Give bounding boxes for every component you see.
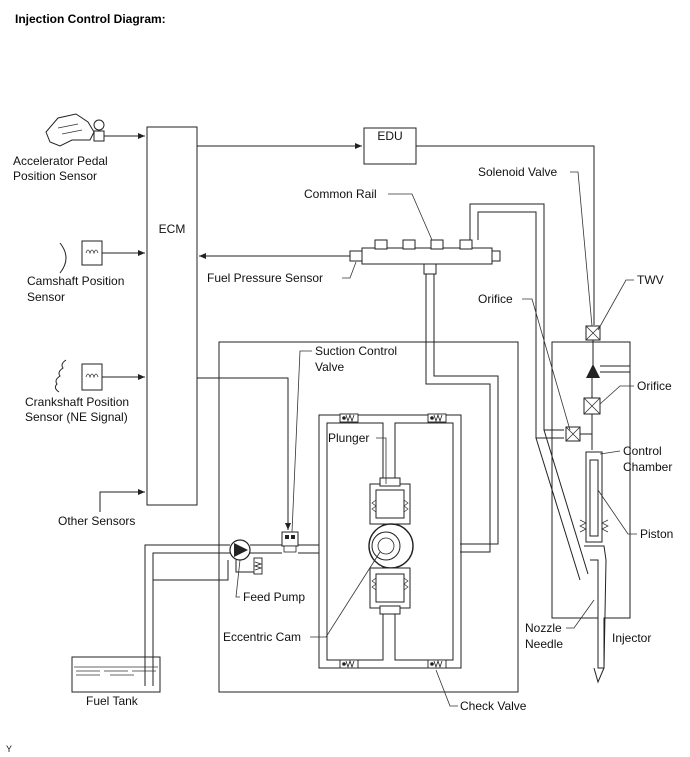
orifice-right-leader: [599, 385, 634, 405]
suction-control-valve: [281, 531, 299, 553]
orifice-left-label: Orifice: [478, 292, 513, 306]
common-rail-label: Common Rail: [304, 187, 377, 201]
fuel-tank-label: Fuel Tank: [86, 694, 139, 708]
feed-check-valve: [253, 557, 263, 575]
suction-leader: [291, 350, 312, 533]
check-valve-label: Check Valve: [460, 699, 527, 713]
feed-pump-leader: [235, 559, 241, 598]
ecm-to-suction-line: [197, 377, 291, 530]
fuel-tank: [71, 656, 161, 693]
accel-label-1: Accelerator Pedal: [13, 154, 108, 168]
twv-leader: [597, 279, 634, 331]
supply-pump-housing: [218, 341, 519, 693]
crank-label-2: Sensor (NE Signal): [25, 410, 128, 424]
accelerator-pedal-icon: [45, 113, 105, 147]
control-chamber-label-2: Chamber: [623, 460, 672, 474]
nozzle-needle-leader: [566, 599, 595, 629]
fuel-pressure-leader: [342, 261, 357, 279]
edu-box: [363, 127, 417, 165]
injector-feed-diagonal: [535, 429, 589, 581]
control-chamber-label-1: Control: [623, 444, 662, 458]
plunger-leader: [376, 437, 387, 484]
piston-label: Piston: [640, 527, 673, 541]
feed-pump-label: Feed Pump: [243, 590, 305, 604]
orifice-left-leader: [522, 298, 571, 431]
rail-supply-pipe: [425, 274, 499, 553]
feed-pump-icon: [229, 539, 251, 561]
crankshaft-sensor-icon: [54, 359, 103, 393]
solenoid-leader: [570, 171, 593, 327]
accel-label-2: Position Sensor: [13, 169, 97, 183]
common-rail: [349, 239, 501, 275]
fuel-pressure-label: Fuel Pressure Sensor: [207, 271, 323, 285]
nozzle-needle-label-1: Nozzle: [525, 621, 562, 635]
other-sensors-leader: [99, 489, 145, 512]
corner-mark: Y: [6, 744, 12, 754]
twv-label: TWV: [637, 273, 664, 287]
eccentric-cam-leader: [310, 551, 381, 638]
eccentric-cam-label: Eccentric Cam: [223, 630, 301, 644]
plunger-assembly: [368, 477, 414, 615]
check-valve-leader: [435, 669, 458, 707]
edu-to-solenoid-line: [416, 145, 595, 325]
nozzle-needle-label-2: Needle: [525, 637, 563, 651]
suction-label-2: Valve: [315, 360, 344, 374]
common-rail-leader: [388, 193, 433, 241]
diagram-title: Injection Control Diagram:: [15, 12, 166, 26]
plunger-label: Plunger: [328, 431, 369, 445]
ecm-box: [146, 126, 198, 506]
rail-to-injector-pipe: [469, 203, 564, 439]
solenoid-valve-label: Solenoid Valve: [478, 165, 557, 179]
orifice-right-label: Orifice: [637, 379, 672, 393]
piston-leader: [597, 489, 637, 535]
camshaft-sensor-icon: [59, 240, 103, 274]
other-sensors-label: Other Sensors: [58, 514, 135, 528]
cam-label-2: Sensor: [27, 290, 65, 304]
control-chamber-leader: [599, 450, 621, 455]
injector-label: Injector: [612, 631, 651, 645]
cam-label-1: Camshaft Position: [27, 274, 124, 288]
feed-pump-return-line: [153, 558, 259, 581]
injector-body: [551, 325, 631, 684]
crank-label-1: Crankshaft Position: [25, 395, 129, 409]
feed-pump-lines: [144, 544, 319, 686]
suction-label-1: Suction Control: [315, 344, 397, 358]
edu-label: EDU: [377, 129, 402, 143]
ecm-label: ECM: [159, 222, 186, 236]
